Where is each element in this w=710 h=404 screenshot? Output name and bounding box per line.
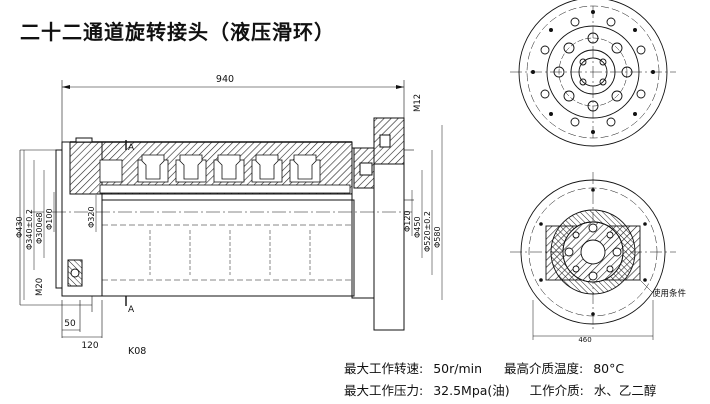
temp-value: 80°C (593, 361, 625, 376)
temp-label: 最高介质温度: (504, 361, 584, 376)
dim-d460: 460 (578, 336, 591, 344)
spec-row-2: 最大工作压力: 32.5Mpa(油) 工作介质: 水、乙二醇 (344, 380, 656, 399)
dim-d320: Φ320 (87, 206, 96, 228)
speed-label: 最大工作转速: (344, 361, 424, 376)
dim-d580: Φ580 (433, 226, 442, 248)
section-a-top-label: A (128, 143, 135, 153)
pressure-label: 最大工作压力: (344, 383, 424, 398)
dim-d300: Φ300e8 (35, 212, 44, 244)
speed-value: 50r/min (433, 361, 483, 376)
end-view-top (510, 0, 676, 147)
usage-label: 使用条件 (652, 288, 687, 299)
medium-value: 水、乙二醇 (593, 383, 657, 398)
dim-m20: M20 (35, 278, 45, 296)
dim-d100: Φ100 (45, 208, 54, 230)
dim-d430: Φ430 (15, 216, 24, 238)
model-label: K08 (128, 346, 146, 357)
side-view (19, 80, 443, 338)
dim-d340: Φ340±0.2 (25, 209, 34, 250)
dim-len50: 50 (64, 319, 76, 329)
section-a-bottom-label: A (128, 305, 135, 315)
dim-d120: Φ120 (403, 210, 412, 232)
pressure-value: 32.5Mpa(油) (433, 383, 510, 398)
dim-d520: Φ520±0.2 (423, 211, 432, 252)
spec-row-1: 最大工作转速: 50r/min 最高介质温度: 80°C (344, 358, 624, 377)
medium-label: 工作介质: (529, 383, 584, 398)
dim-overall-length: 940 (216, 74, 234, 85)
section-view (510, 172, 676, 340)
dim-d450: Φ450 (413, 216, 422, 238)
dim-m12: M12 (413, 94, 423, 112)
dim-len120: 120 (81, 341, 98, 351)
page-title: 二十二通道旋转接头（液压滑环） (20, 20, 335, 44)
